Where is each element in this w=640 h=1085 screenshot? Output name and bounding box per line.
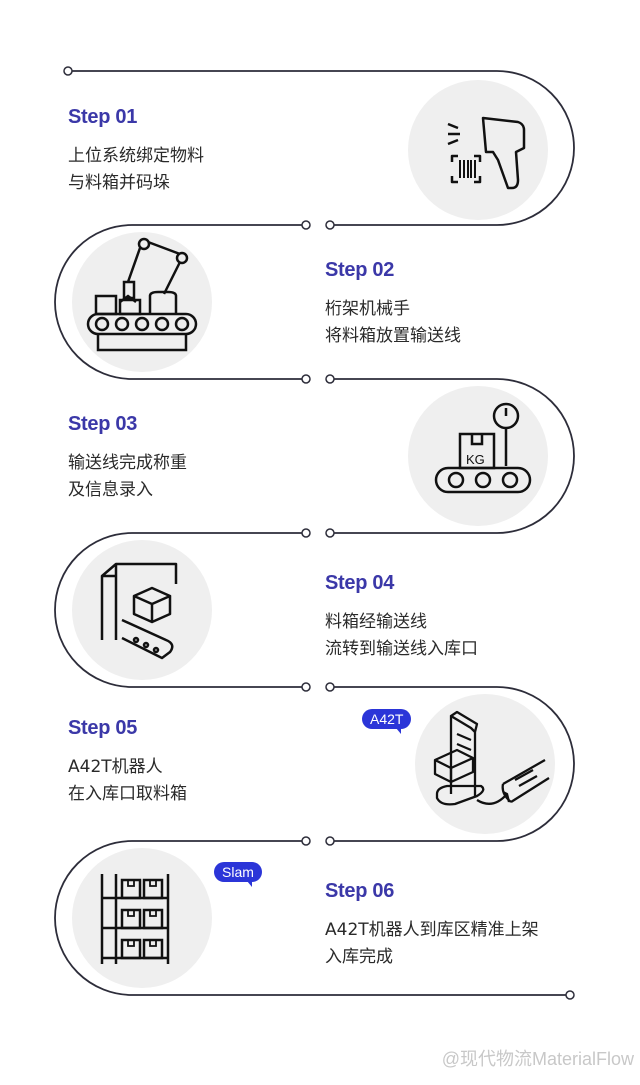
step-title: Step 03 bbox=[68, 413, 138, 435]
step-text: A42T机器人 bbox=[68, 757, 163, 777]
step-text: 及信息录入 bbox=[68, 480, 153, 500]
step-text: 料箱经输送线 bbox=[325, 612, 427, 632]
step-title: Step 05 bbox=[68, 717, 138, 739]
step-text: 将料箱放置输送线 bbox=[325, 326, 461, 346]
storage-rack-icon bbox=[72, 848, 212, 988]
weighing-scale-icon: KG bbox=[408, 386, 548, 526]
step-04: Step 04 料箱经输送线 流转到输送线入库口 bbox=[325, 572, 478, 663]
conveyor-gate-icon bbox=[72, 540, 212, 680]
step-text: 桁架机械手 bbox=[325, 299, 410, 319]
step-text: 输送线完成称重 bbox=[68, 453, 187, 473]
step-06: Step 06 A42T机器人到库区精准上架 入库完成 bbox=[325, 880, 539, 971]
step-text: 与料箱并码垛 bbox=[68, 173, 170, 193]
step-05: Step 05 A42T机器人 在入库口取料箱 bbox=[68, 717, 187, 808]
step-title: Step 06 bbox=[325, 880, 395, 902]
step-text: A42T机器人到库区精准上架 bbox=[325, 920, 539, 940]
robot-model-badge: A42T bbox=[362, 709, 412, 734]
robot-pickup-icon bbox=[415, 694, 555, 834]
step-text: 在入库口取料箱 bbox=[68, 784, 187, 804]
navigation-badge: Slam bbox=[214, 862, 262, 887]
barcode-scanner-icon bbox=[408, 80, 548, 220]
step-title: Step 04 bbox=[325, 572, 395, 594]
watermark: @现代物流MaterialFlow bbox=[441, 1049, 634, 1069]
path-node bbox=[63, 66, 73, 76]
robot-arm-conveyor-icon bbox=[72, 232, 212, 372]
step-title: Step 02 bbox=[325, 259, 395, 281]
step-title: Step 01 bbox=[68, 106, 138, 128]
svg-text:KG: KG bbox=[466, 452, 485, 467]
step-01: Step 01 上位系统绑定物料 与料箱并码垛 bbox=[68, 106, 204, 197]
step-03: Step 03 输送线完成称重 及信息录入 bbox=[68, 413, 187, 504]
step-text: 入库完成 bbox=[325, 947, 393, 967]
step-text: 流转到输送线入库口 bbox=[325, 639, 478, 659]
step-text: 上位系统绑定物料 bbox=[68, 146, 204, 166]
step-02: Step 02 桁架机械手 将料箱放置输送线 bbox=[325, 259, 461, 350]
